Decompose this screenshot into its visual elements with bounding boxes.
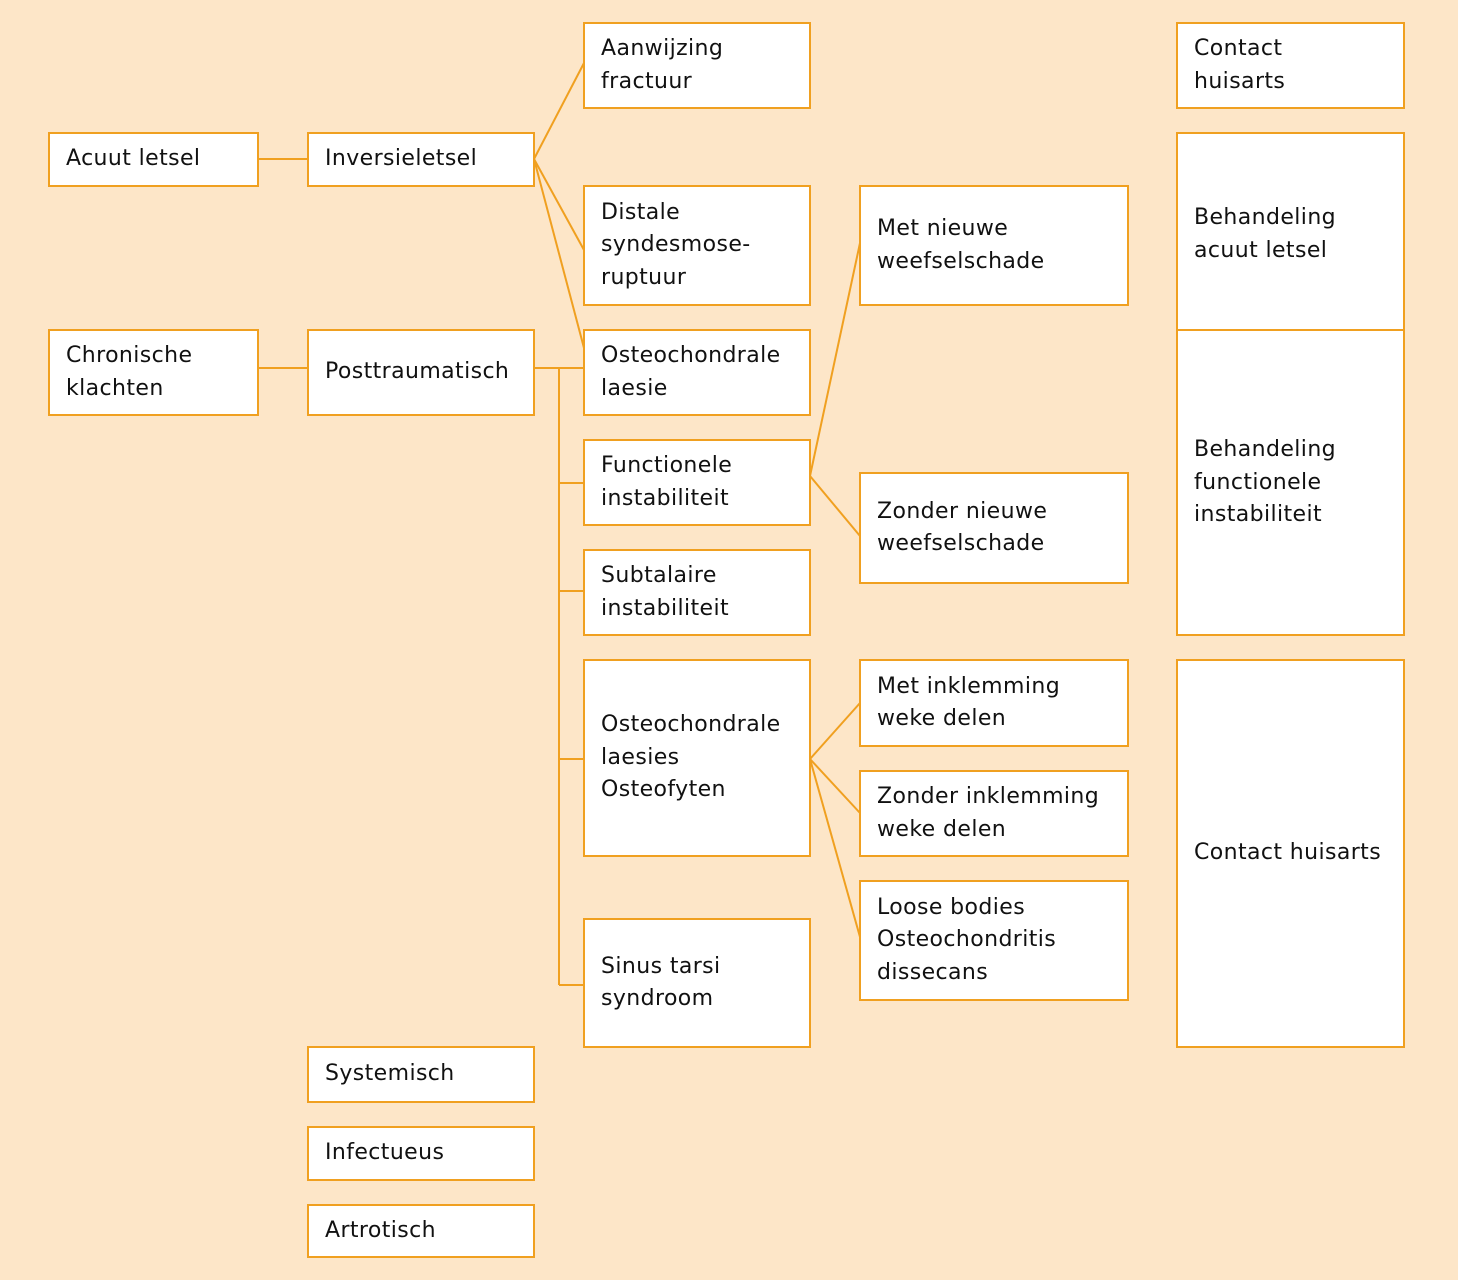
box-label: Osteochondrale laesie	[601, 343, 781, 401]
box-zonder-nieuwe-weefselschade: Zonder nieuwe weefselschade	[859, 472, 1129, 584]
box-loose-bodies: Loose bodies Osteochondritis dissecans	[859, 880, 1129, 1001]
box-label: Zonder nieuwe weefselschade	[877, 498, 1048, 557]
box-label: Infectueus	[325, 1140, 445, 1166]
box-chronische-klachten: Chronische klachten	[48, 329, 259, 416]
box-osteochondrale-laesie: Osteochondrale laesie	[583, 329, 811, 416]
box-label: Contact huisarts	[1194, 36, 1286, 94]
box-label: Posttraumatisch	[325, 359, 510, 385]
box-contact-huisarts-bottom: Contact huisarts	[1176, 659, 1405, 1048]
box-label: Osteochondrale laesies Osteofyten	[601, 712, 781, 803]
box-aanwijzing-fractuur: Aanwijzing fractuur	[583, 22, 811, 109]
box-label: Met nieuwe weefselschade	[877, 216, 1045, 274]
box-inversieletsel: Inversieletsel	[307, 132, 535, 187]
box-label: Inversieletsel	[325, 146, 478, 172]
box-acuut-letsel: Acuut letsel	[48, 132, 259, 187]
box-distale-syndesmoseruptuur: Distale syndesmose- ruptuur	[583, 185, 811, 306]
box-label: Distale syndesmose- ruptuur	[601, 199, 751, 290]
box-label: Behandeling acuut letsel	[1194, 205, 1337, 263]
box-artrotisch: Artrotisch	[307, 1204, 535, 1258]
box-label: Subtalaire instabiliteit	[601, 563, 730, 621]
box-osteochondrale-laesies-osteofyten: Osteochondrale laesies Osteofyten	[583, 659, 811, 857]
box-infectueus: Infectueus	[307, 1126, 535, 1181]
box-subtalaire-instabiliteit: Subtalaire instabiliteit	[583, 549, 811, 636]
box-contact-huisarts-top: Contact huisarts	[1176, 22, 1405, 109]
box-behandeling-acuut-letsel: Behandeling acuut letsel	[1176, 132, 1405, 331]
box-posttraumatisch: Posttraumatisch	[307, 329, 535, 416]
box-label: Contact huisarts	[1194, 840, 1382, 866]
box-sinus-tarsi-syndroom: Sinus tarsi syndroom	[583, 918, 811, 1048]
box-label: Systemisch	[325, 1061, 455, 1087]
box-label: Acuut letsel	[66, 146, 201, 172]
box-label: Artrotisch	[325, 1217, 436, 1243]
box-label: Zonder inklemming weke delen	[877, 784, 1100, 842]
box-label: Sinus tarsi syndroom	[601, 953, 721, 1012]
box-functionele-instabiliteit: Functionele instabiliteit	[583, 439, 811, 526]
box-behandeling-functionele-instabiliteit: Behandeling functionele instabiliteit	[1176, 329, 1405, 636]
box-label: Aanwijzing fractuur	[601, 36, 724, 94]
box-label: Behandeling functionele instabiliteit	[1194, 437, 1337, 527]
box-label: Met inklemming weke delen	[877, 673, 1061, 732]
box-met-inklemming: Met inklemming weke delen	[859, 659, 1129, 747]
box-zonder-inklemming: Zonder inklemming weke delen	[859, 770, 1129, 857]
box-met-nieuwe-weefselschade: Met nieuwe weefselschade	[859, 185, 1129, 306]
box-label: Functionele instabiliteit	[601, 453, 733, 511]
box-systemisch: Systemisch	[307, 1046, 535, 1103]
box-label: Loose bodies Osteochondritis dissecans	[877, 894, 1057, 985]
box-label: Chronische klachten	[66, 343, 193, 401]
